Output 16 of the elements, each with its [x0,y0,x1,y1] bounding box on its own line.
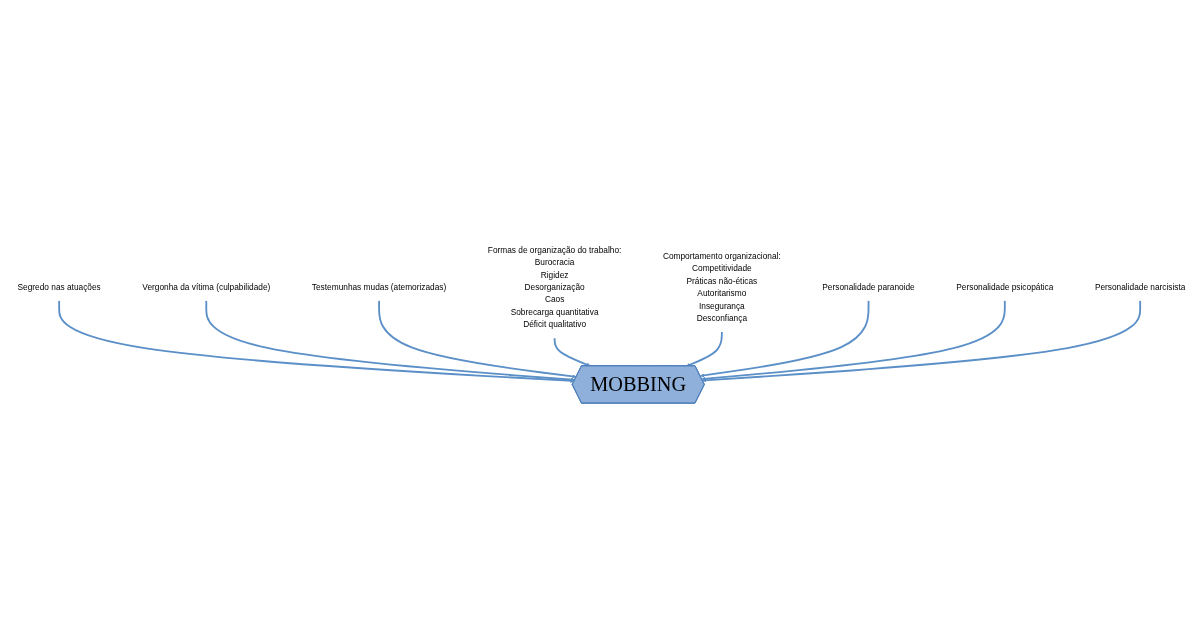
node-text: Vergonha da vítima (culpabilidade) [142,282,271,292]
arrow [702,299,1142,383]
node-text: Testemunhas mudas (atemorizadas) [311,282,447,292]
arrow [701,299,1006,381]
node-text: Segredo nas atuações [17,282,101,292]
arrow [686,330,723,367]
arrow [700,299,870,378]
arrow [58,299,575,383]
node-text: Formas de organização do trabalho: Burocracia Rigidez Desorganização Caos Sobrecarga quantitativa Déficit qualitativo [487,245,622,330]
node-text: Personalidade psicopática [956,282,1054,292]
arrow [205,299,575,382]
arrow [553,337,591,367]
arrow [378,299,577,379]
node-text: Personalidade paranoide [822,282,915,292]
node-text: Personalidade narcisista [1094,282,1186,292]
node-text: Comportamento organizacional: Competitividade Práticas não-éticas Autoritarismo Insegurança Desconfiança [662,251,781,323]
